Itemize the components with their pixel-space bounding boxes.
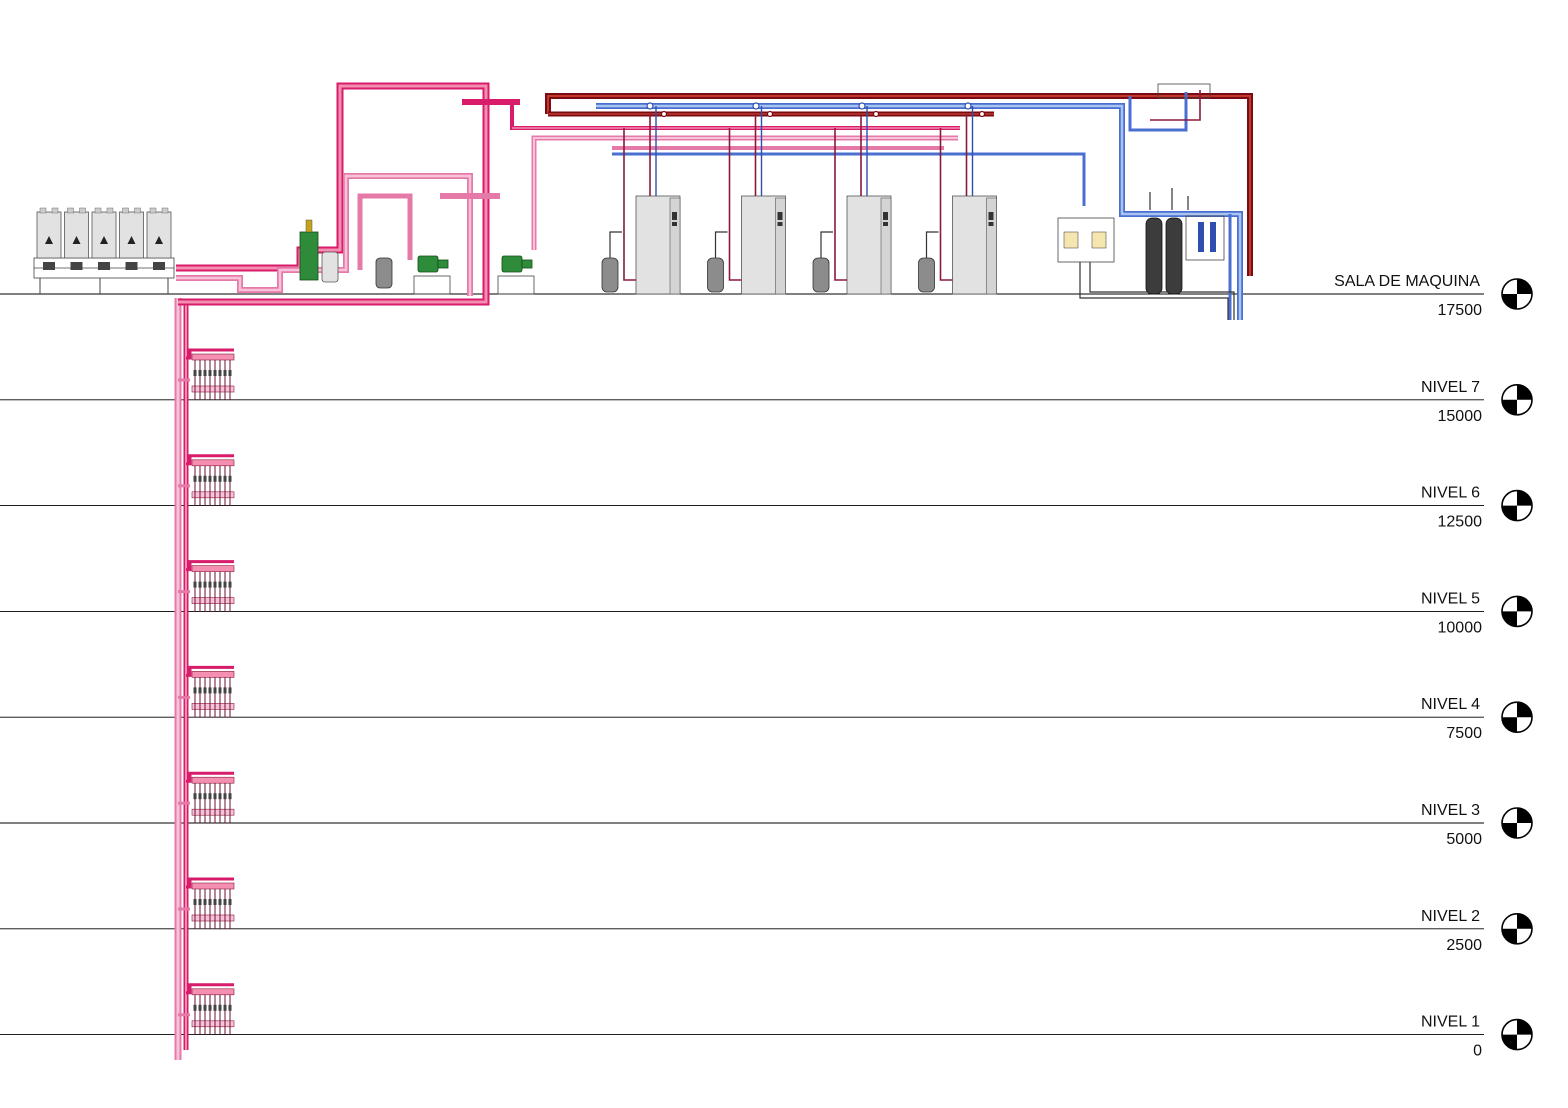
- valve-icon: [978, 110, 986, 118]
- level-marker-icon: [1501, 383, 1533, 416]
- valve-icon: [766, 110, 774, 118]
- valve-icon: [964, 102, 972, 110]
- boiler-bank: [601, 106, 997, 295]
- floor-manifolds: [178, 348, 235, 1035]
- level-row: NIVEL 2 2500: [0, 908, 1533, 954]
- level-elevation: 17500: [1438, 302, 1483, 319]
- expansion-tank-icon: [707, 257, 724, 293]
- level-name: NIVEL 6: [1421, 485, 1480, 502]
- level-name: NIVEL 5: [1421, 590, 1480, 607]
- level-elevation: 7500: [1446, 725, 1482, 742]
- floor-manifold: [178, 877, 235, 929]
- level-elevation: 5000: [1446, 831, 1482, 848]
- expansion-tank-icon: [601, 257, 619, 293]
- level-row: NIVEL 7 15000: [0, 379, 1533, 425]
- outdoor-unit-bank: [33, 207, 175, 294]
- return-header: [176, 135, 958, 296]
- floor-manifold: [178, 983, 235, 1035]
- level-elevation: 0: [1473, 1043, 1482, 1060]
- water-treatment: [1057, 83, 1225, 295]
- valve-icon: [660, 110, 668, 118]
- boiler: [601, 106, 681, 295]
- valve-icon: [752, 102, 760, 110]
- cold-water-line: [596, 92, 1243, 320]
- level-elevation: 10000: [1438, 619, 1483, 636]
- level-row: NIVEL 1 0: [0, 1014, 1533, 1060]
- valve-icon: [858, 102, 866, 110]
- level-row: NIVEL 6 12500: [0, 485, 1533, 531]
- level-marker-icon: [1501, 278, 1533, 310]
- floor-manifold: [178, 665, 235, 718]
- boiler: [918, 106, 997, 295]
- outdoor-unit: [119, 207, 144, 270]
- level-name: NIVEL 1: [1421, 1014, 1480, 1031]
- level-name: SALA DE MAQUINA: [1334, 273, 1480, 290]
- level-elevation: 12500: [1438, 514, 1483, 531]
- expansion-tank-icon: [918, 257, 935, 293]
- floor-manifold: [178, 348, 235, 400]
- valve-icon: [872, 110, 880, 118]
- level-marker-icon: [1501, 912, 1533, 945]
- level-marker-icon: [1501, 701, 1533, 734]
- level-elevation: 2500: [1446, 937, 1482, 954]
- expansion-tank-icon: [812, 257, 830, 293]
- main-riser: [174, 298, 189, 1060]
- level-name: NIVEL 2: [1421, 908, 1480, 925]
- level-name: NIVEL 3: [1421, 802, 1480, 819]
- gas-lines: [1079, 262, 1235, 320]
- outdoor-unit: [146, 207, 172, 270]
- level-marker-icon: [1501, 1018, 1533, 1051]
- boiler: [707, 106, 786, 295]
- outdoor-unit: [36, 207, 62, 270]
- floor-manifold: [178, 454, 235, 506]
- level-marker-icon: [1501, 489, 1533, 522]
- level-marker-icon: [1501, 595, 1533, 628]
- floor-manifold: [178, 771, 235, 824]
- floor-manifold: [178, 560, 235, 612]
- level-row: NIVEL 3 5000: [0, 802, 1533, 848]
- outdoor-unit: [91, 207, 117, 270]
- level-elevation: 15000: [1438, 408, 1483, 425]
- level-name: NIVEL 4: [1421, 696, 1480, 713]
- level-row: NIVEL 4 7500: [0, 696, 1533, 742]
- hydraulic-separator: [299, 219, 339, 283]
- boiler: [812, 106, 892, 295]
- valve-icon: [646, 102, 654, 110]
- circulation-pumps: [375, 255, 535, 295]
- level-row: NIVEL 5 10000: [0, 590, 1533, 636]
- outdoor-unit: [64, 207, 89, 270]
- level-name: NIVEL 7: [1421, 379, 1480, 396]
- level-marker-icon: [1501, 807, 1533, 839]
